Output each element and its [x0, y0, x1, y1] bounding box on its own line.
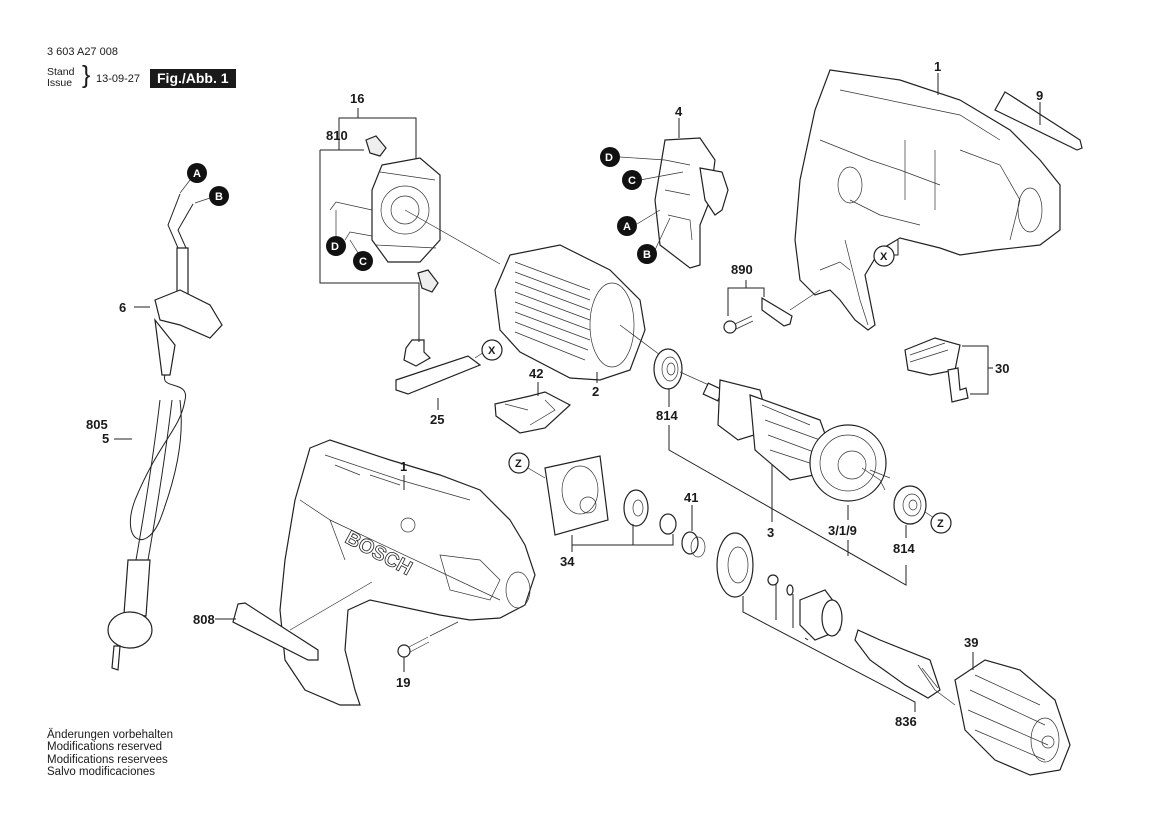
marker-z-plate: Z: [508, 452, 530, 474]
label-housing-right: 1: [934, 59, 941, 74]
note-de: Änderungen vorbehalten: [47, 729, 173, 741]
bearing-rear-part[interactable]: [893, 485, 927, 525]
screw-19-part[interactable]: [397, 636, 430, 658]
label-selector: 30: [995, 361, 1009, 376]
label-brush-cover: 25: [430, 412, 444, 427]
label-armature: 3: [767, 525, 774, 540]
bearing-front-part[interactable]: [653, 348, 683, 390]
note-es: Salvo modificaciones: [47, 766, 156, 779]
clutch-gear-part[interactable]: [799, 589, 843, 641]
brace-symbol: }: [82, 61, 91, 89]
marker-x-housing: X: [873, 245, 895, 267]
svg-text:A: A: [623, 221, 631, 233]
connector-a-switch: A: [617, 216, 637, 236]
note-fr: Modifications reservees: [47, 753, 168, 766]
gear-small-part[interactable]: [623, 489, 649, 527]
label-label-plate: 808: [193, 612, 215, 627]
label-screw: 19: [396, 675, 410, 690]
housing-left-part[interactable]: [279, 439, 536, 706]
label-stator: 2: [592, 384, 599, 399]
marker-x-cover: X: [481, 339, 503, 361]
svg-text:A: A: [193, 168, 201, 180]
marker-z-bearing: Z: [930, 512, 952, 534]
spring-clip-part[interactable]: [494, 391, 572, 434]
stand-issue-label: Stand Issue: [47, 67, 74, 89]
selector-part[interactable]: [904, 337, 969, 403]
housing-right-part[interactable]: [794, 69, 1061, 331]
document-number: 3 603 A27 008: [47, 46, 118, 58]
label-switch: 4: [675, 104, 683, 119]
strain-relief-clamp-part[interactable]: [761, 296, 793, 327]
connector-b-switch: B: [637, 244, 657, 264]
spring-41-part[interactable]: [681, 531, 706, 558]
figure-badge: Fig./Abb. 1: [150, 69, 236, 88]
screw-890-part[interactable]: [723, 315, 754, 334]
issue-label: Issue: [47, 77, 73, 89]
chuck-part[interactable]: [954, 659, 1071, 776]
washer-part[interactable]: [786, 584, 794, 596]
stand-label: Stand: [47, 66, 75, 78]
svg-text:X: X: [880, 251, 888, 263]
svg-text:C: C: [628, 175, 636, 187]
label-spindle-kit: 836: [895, 714, 917, 729]
svg-text:X: X: [488, 345, 496, 357]
label-bearing-plate: 34: [560, 554, 575, 569]
connector-c-switch: C: [622, 170, 642, 190]
label-carbon-brush: 810: [326, 128, 348, 143]
svg-text:Z: Z: [515, 458, 522, 470]
label-bearing-rear: 814: [893, 541, 915, 556]
label-chuck: 39: [964, 635, 978, 650]
connector-b-cord: B: [209, 186, 229, 206]
label-housing-left: 1: [400, 459, 407, 474]
switch-part[interactable]: [654, 137, 729, 269]
label-spring-clip: 42: [529, 366, 543, 381]
label-cord-805: 805: [86, 417, 108, 432]
svg-text:B: B: [643, 249, 651, 261]
brush-holder-part[interactable]: [371, 157, 441, 263]
label-plate-part[interactable]: [232, 602, 319, 661]
label-fan-kit: 3/1/9: [828, 523, 857, 538]
label-cord-5: 5: [102, 431, 109, 446]
connector-a-cord: A: [187, 163, 207, 183]
carbon-brush-bottom[interactable]: [417, 269, 439, 293]
label-bearing-front: 814: [656, 408, 678, 423]
label-brush-holder: 16: [350, 91, 364, 106]
bushing-part[interactable]: [659, 513, 677, 535]
ball-part[interactable]: [767, 574, 779, 586]
svg-text:D: D: [331, 241, 339, 253]
bearing-plate-part[interactable]: [544, 455, 609, 536]
spindle-part[interactable]: [854, 629, 941, 699]
connector-d-switch: D: [600, 147, 620, 167]
power-cord-part[interactable]: [107, 193, 223, 671]
modification-notes: Änderungen vorbehalten Modifications res…: [47, 729, 173, 779]
svg-text:D: D: [605, 152, 613, 164]
large-gear-part[interactable]: [716, 532, 754, 598]
label-spring: 41: [684, 490, 698, 505]
carbon-brush-top[interactable]: [365, 135, 387, 157]
stator-part[interactable]: [494, 244, 646, 381]
label-nameplate: 9: [1036, 88, 1043, 103]
svg-text:B: B: [215, 191, 223, 203]
svg-text:Z: Z: [937, 518, 944, 530]
issue-date: 13-09-27: [96, 73, 141, 85]
nameplate-part[interactable]: [994, 91, 1083, 151]
note-en: Modifications reserved: [47, 741, 163, 754]
svg-text:C: C: [359, 256, 367, 268]
connector-d-brush: D: [326, 236, 346, 256]
connector-c-brush: C: [353, 251, 373, 271]
armature-part[interactable]: [679, 371, 891, 502]
label-cord-grommet: 6: [119, 300, 126, 315]
brush-cover-part[interactable]: [395, 339, 482, 395]
label-strain-relief: 890: [731, 262, 753, 277]
